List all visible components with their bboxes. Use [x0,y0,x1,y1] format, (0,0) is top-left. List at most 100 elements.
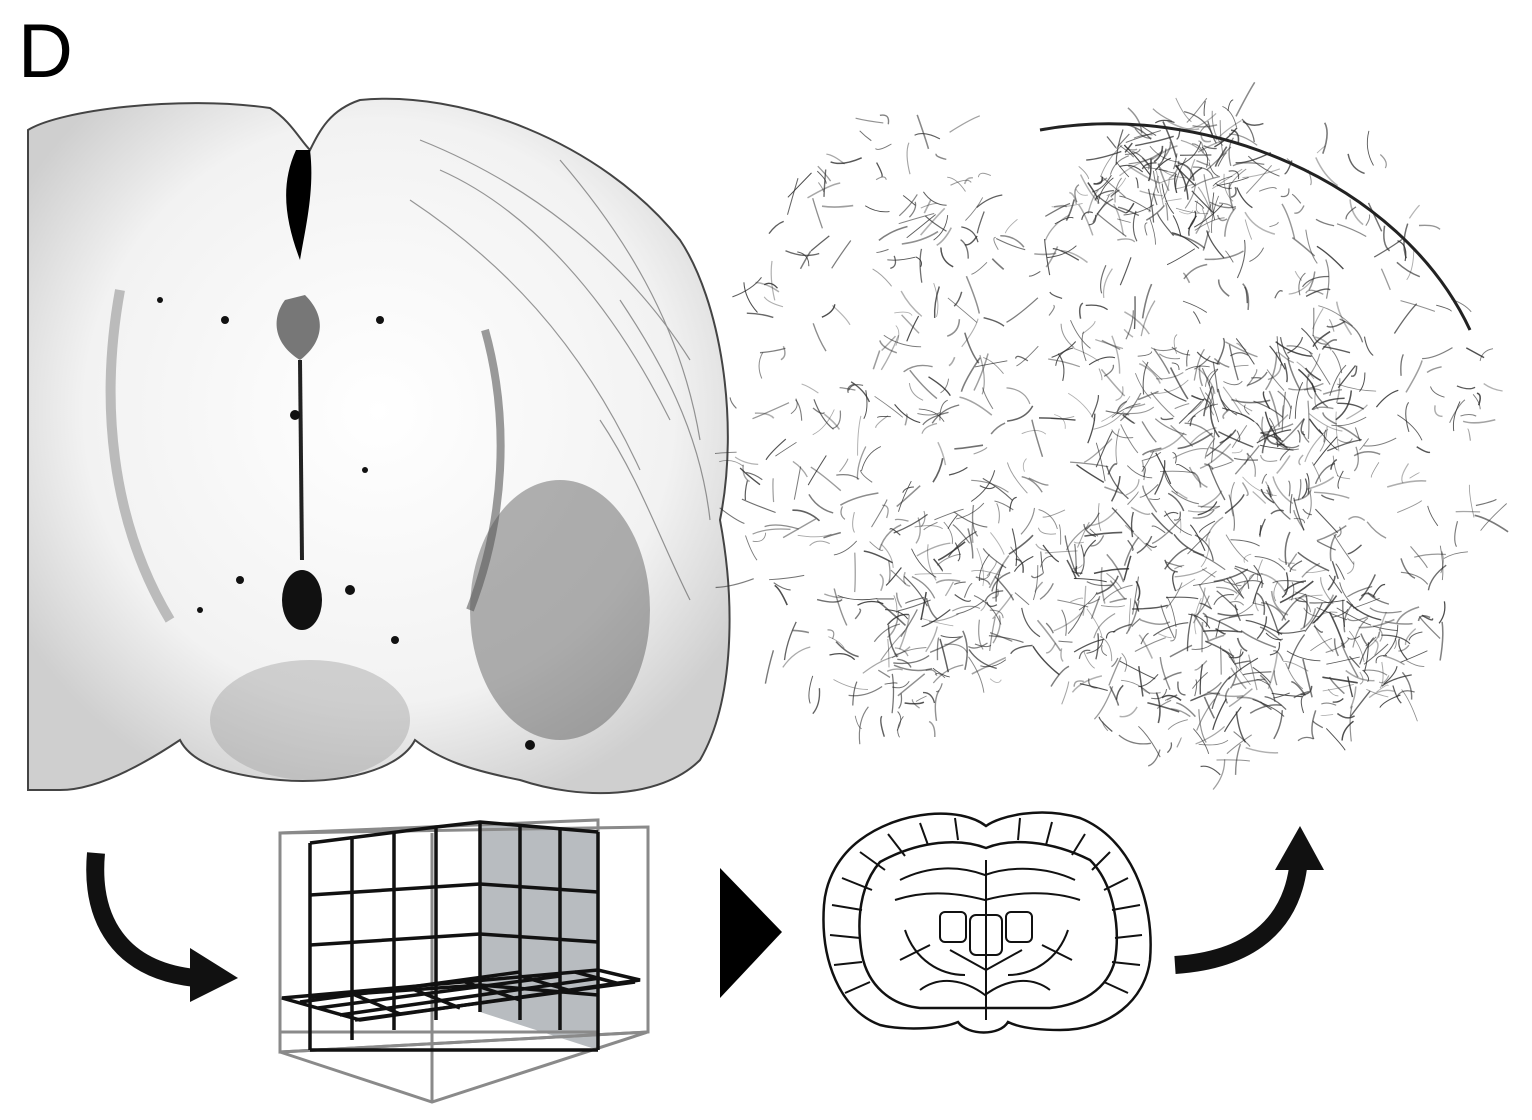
axon-segment [1346,600,1382,621]
axon-segment [901,230,939,245]
axon-segment [1363,437,1397,447]
axon-segment [1096,194,1110,215]
axon-segment [1246,369,1258,387]
axon-segment [1124,311,1150,335]
axon-segment [1075,565,1080,578]
axon-segment [1293,690,1309,699]
axon-segment [746,312,774,319]
axon-segment [1301,562,1321,578]
axon-segment [1325,728,1346,751]
axon-segment [1117,218,1131,223]
axon-segment [1167,120,1200,131]
axon-segment [1311,397,1345,411]
axon-segment [1326,656,1360,665]
axon-segment [1410,546,1428,569]
axon-segment [1276,455,1291,474]
axon-segment [1261,473,1268,484]
axon-segment [1346,404,1368,420]
axon-segment [1248,573,1263,580]
axon-segment [1396,261,1421,278]
axon-segment [1352,597,1380,609]
axon-segment [1211,195,1219,234]
axon-segment [889,528,901,536]
axon-segment [1267,363,1282,381]
axon-segment [1142,485,1158,513]
axon-segment [1135,177,1139,189]
axon-segment [1318,305,1353,327]
axon-segment [1271,692,1303,698]
axon-segment [1294,591,1329,604]
axon-segment [1125,600,1140,635]
axon-segment [895,592,903,608]
axon-segment [1078,302,1084,319]
axon-segment [1078,204,1094,236]
axon-segment [989,609,1004,619]
axon-segment [928,376,951,397]
axon-segment [1233,731,1251,747]
axon-segment [1125,310,1134,340]
axon-segment [936,637,940,661]
axon-segment [1111,429,1134,439]
axon-segment [1159,470,1196,474]
axon-segment [1300,685,1313,696]
axon-segment [1076,464,1105,483]
axon-segment [1177,162,1195,181]
axon-segment [850,381,871,403]
axon-segment [1061,681,1070,705]
axon-segment [983,357,1004,374]
axon-segment [971,569,1001,576]
axon-segment [1392,685,1402,704]
axon-segment [916,542,951,557]
axon-segment [1212,175,1233,187]
axon-segment [1172,153,1178,170]
axon-segment [1439,545,1444,581]
axon-segment [1235,412,1260,426]
axon-segment [1362,669,1388,676]
axon-segment [1216,759,1250,762]
axon-segment [1311,462,1322,482]
axon-segment [823,531,841,539]
axon-segment [1154,418,1187,436]
axon-segment [973,353,989,391]
axon-segment [1141,459,1146,481]
axon-segment [1336,526,1342,538]
reconstructed-axon-traces [714,81,1509,790]
axon-segment [1197,505,1221,508]
axon-segment [1259,626,1282,642]
axon-segment [1279,580,1314,604]
axon-segment [1137,390,1159,401]
axon-segment [1093,176,1104,185]
axon-segment [1331,350,1343,374]
axon-segment [1093,411,1125,430]
axon-segment [1247,155,1280,177]
axon-segment [1105,631,1116,639]
axon-segment [1147,158,1152,182]
axon-segment [759,347,786,354]
axon-segment [1354,427,1361,442]
axon-segment [994,500,1014,511]
axon-segment [976,194,1003,208]
axon-segment [1090,596,1101,620]
axon-segment [1177,681,1186,696]
axon-segment [1272,650,1284,661]
axon-segment [1225,250,1234,263]
axon-segment [1213,568,1249,583]
axon-segment [1082,585,1087,616]
axon-segment [1150,391,1175,418]
axon-segment [1337,438,1353,444]
axon-segment [1347,635,1361,640]
axon-segment [1099,635,1113,662]
axon-segment [925,669,938,676]
axon-segment [1115,428,1120,464]
axon-segment [1310,638,1333,652]
axon-segment [903,571,911,587]
axon-segment [1316,245,1344,270]
axon-segment [903,575,928,607]
axon-segment [882,504,889,519]
axon-segment [1167,492,1185,512]
axon-segment [1269,642,1281,656]
axon-segment [1194,597,1202,635]
axon-segment [795,399,803,421]
axon-segment [863,550,893,564]
axon-segment [1483,383,1503,392]
